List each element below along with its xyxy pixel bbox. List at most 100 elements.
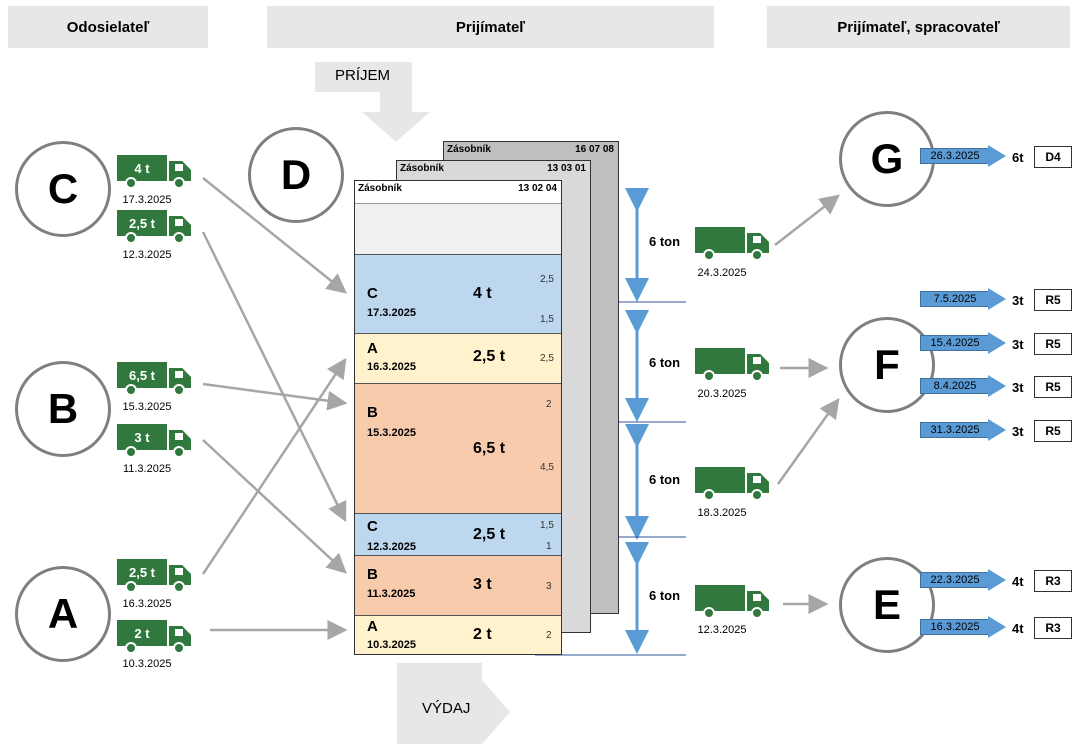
truck-load: 2,5 t (117, 210, 167, 236)
truck-icon (695, 585, 771, 621)
segment-letter: C (367, 285, 378, 302)
truck-icon: 2,5 t (117, 210, 193, 246)
delivery-arrow: 26.3.2025 (920, 145, 1006, 167)
stack-front: Zásobník 13 02 04 C 17.3.2025 4 t 2,5 1,… (354, 180, 562, 655)
node-a: A (15, 566, 111, 662)
truck-date: 12.3.2025 (697, 624, 747, 636)
truck-load: 3 t (117, 424, 167, 450)
truck-date: 20.3.2025 (697, 388, 747, 400)
delivery-date: 22.3.2025 (920, 572, 990, 588)
segment-sub: 2,5 (540, 353, 554, 364)
segment-date: 12.3.2025 (367, 541, 416, 553)
stack-code: 16 07 08 (575, 144, 614, 155)
segment-tons: 6,5 t (473, 440, 506, 457)
node-e: E (839, 557, 935, 653)
truck-date: 10.3.2025 (122, 658, 172, 670)
segment-letter: A (367, 340, 378, 357)
delivery-date: 8.4.2025 (920, 378, 990, 394)
delivery-amount: 6t (1012, 150, 1024, 165)
segment-sub: 1 (546, 541, 552, 552)
segment-letter: C (367, 518, 378, 535)
node-b: B (15, 361, 111, 457)
segment-date: 11.3.2025 (367, 588, 416, 600)
truck-date: 11.3.2025 (122, 463, 172, 475)
segment-sub: 2 (546, 399, 552, 410)
segment-tons: 2,5 t (473, 348, 506, 365)
stack-empty-area (355, 203, 561, 255)
delivery-date: 16.3.2025 (920, 619, 990, 635)
outflow-label: VÝDAJ (422, 700, 471, 717)
code-box: R5 (1034, 333, 1072, 355)
truck-icon: 4 t (117, 155, 193, 191)
segment-date: 17.3.2025 (367, 307, 416, 319)
truck-icon (695, 467, 771, 503)
stack-code: 13 02 04 (518, 183, 557, 194)
segment-tons: 2,5 t (473, 526, 506, 543)
code-box: R5 (1034, 420, 1072, 442)
stack-title: Zásobník (447, 144, 491, 155)
truck-icon (695, 348, 771, 384)
inflow-label: PRÍJEM (335, 67, 391, 84)
segment-c-17: C 17.3.2025 4 t 2,5 1,5 (355, 254, 561, 333)
truck-load: 6,5 t (117, 362, 167, 388)
delivery-amount: 4t (1012, 621, 1024, 636)
node-f: F (839, 317, 935, 413)
segment-letter: A (367, 618, 378, 635)
code-box: D4 (1034, 146, 1072, 168)
segment-tons: 2 t (473, 626, 492, 643)
outgoing-label: 6 ton (649, 234, 681, 249)
delivery-date: 15.4.2025 (920, 335, 990, 351)
truck-load: 2 t (117, 620, 167, 646)
header-receiver: Prijímateľ (267, 6, 714, 48)
segment-sub: 2 (546, 630, 552, 641)
segment-sub: 4,5 (540, 462, 554, 473)
delivery-amount: 4t (1012, 574, 1024, 589)
segment-letter: B (367, 566, 378, 583)
truck-load: 2,5 t (117, 559, 167, 585)
segment-sub: 1,5 (540, 520, 554, 531)
truck-date: 12.3.2025 (122, 249, 172, 261)
truck-icon: 2 t (117, 620, 193, 656)
segment-tons: 4 t (473, 285, 492, 302)
delivery-amount: 3t (1012, 337, 1024, 352)
truck-date: 17.3.2025 (122, 194, 172, 206)
truck-icon: 6,5 t (117, 362, 193, 398)
segment-letter: B (367, 404, 378, 421)
segment-date: 15.3.2025 (367, 427, 416, 439)
segment-tons: 3 t (473, 576, 492, 593)
delivery-amount: 3t (1012, 293, 1024, 308)
node-d: D (248, 127, 344, 223)
segment-date: 16.3.2025 (367, 361, 416, 373)
segment-b-11: B 11.3.2025 3 t 3 (355, 555, 561, 615)
segment-sub: 3 (546, 581, 552, 592)
node-c: C (15, 141, 111, 237)
truck-date: 15.3.2025 (122, 401, 172, 413)
outgoing-label: 6 ton (649, 355, 681, 370)
segment-b-15: B 15.3.2025 6,5 t 2 4,5 (355, 383, 561, 513)
segment-sub: 1,5 (540, 314, 554, 325)
code-box: R5 (1034, 376, 1072, 398)
delivery-date: 26.3.2025 (920, 148, 990, 164)
code-box: R5 (1034, 289, 1072, 311)
header-sender: Odosielateľ (8, 6, 208, 48)
delivery-arrow: 15.4.2025 (920, 332, 1006, 354)
truck-icon (695, 227, 771, 263)
outgoing-label: 6 ton (649, 588, 681, 603)
segment-sub: 2,5 (540, 274, 554, 285)
truck-date: 16.3.2025 (122, 598, 172, 610)
truck-date: 18.3.2025 (697, 507, 747, 519)
delivery-amount: 3t (1012, 424, 1024, 439)
segment-a-16: A 16.3.2025 2,5 t 2,5 (355, 333, 561, 383)
header-processor: Prijímateľ, spracovateľ (767, 6, 1070, 48)
delivery-arrow: 7.5.2025 (920, 288, 1006, 310)
segment-a-10: A 10.3.2025 2 t 2 (355, 615, 561, 654)
truck-date: 24.3.2025 (697, 267, 747, 279)
code-box: R3 (1034, 617, 1072, 639)
delivery-date: 31.3.2025 (920, 422, 990, 438)
outgoing-label: 6 ton (649, 472, 681, 487)
stack-title: Zásobník (400, 163, 444, 174)
truck-icon: 3 t (117, 424, 193, 460)
stack-title: Zásobník (358, 183, 402, 194)
code-box: R3 (1034, 570, 1072, 592)
